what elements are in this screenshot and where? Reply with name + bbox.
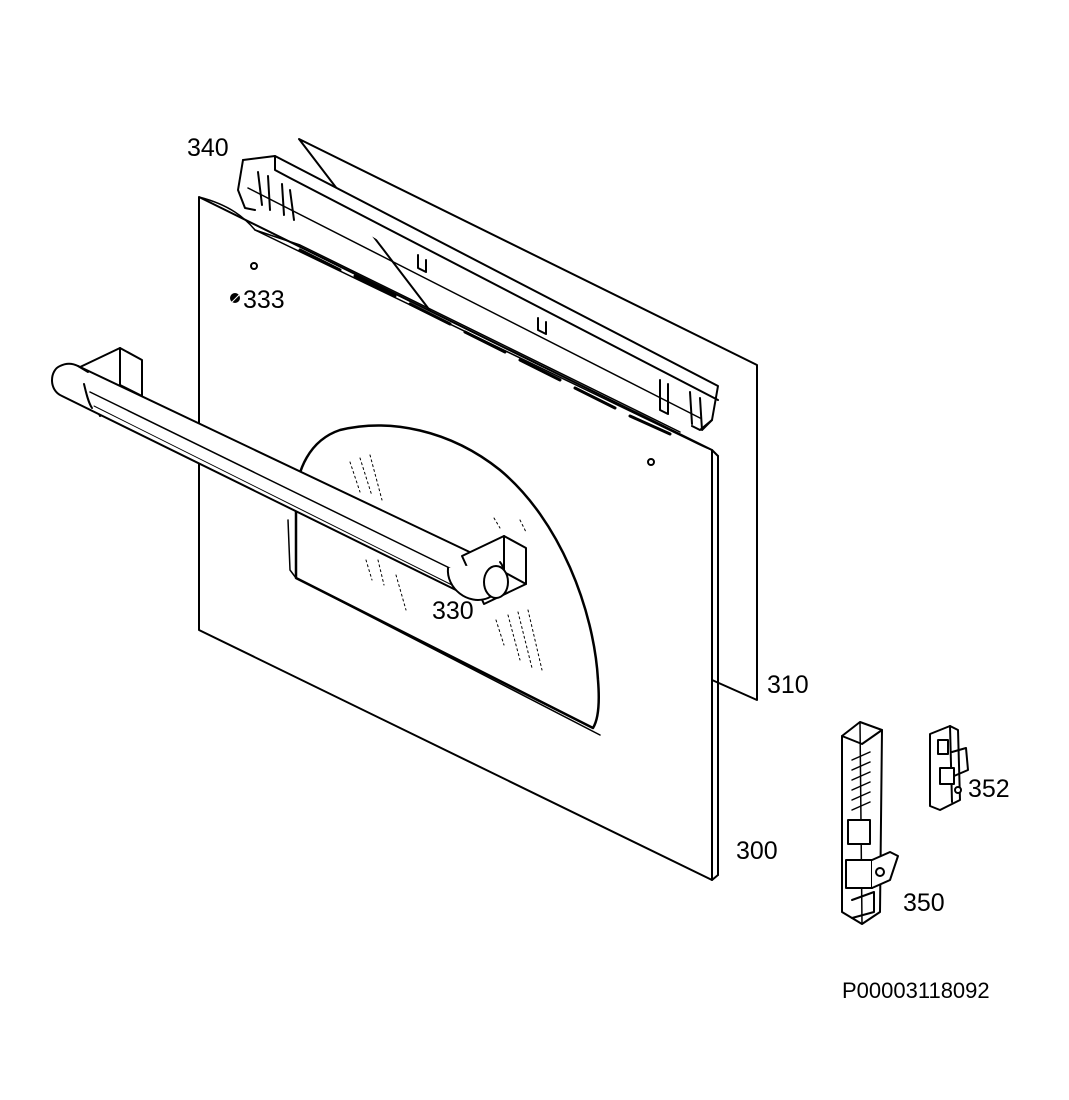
part-label-340: 340 [187, 134, 229, 162]
part-label-310: 310 [767, 671, 809, 699]
hinge-bracket-352 [929, 725, 969, 811]
door-handle-330 [51, 347, 527, 605]
part-label-350: 350 [903, 889, 945, 917]
hinge-350 [841, 721, 899, 925]
part-label-333: 333 [243, 286, 285, 314]
top-profile-340 [237, 155, 719, 436]
part-label-300: 300 [736, 837, 778, 865]
drawing-code: P00003118092 [842, 978, 990, 1003]
screw-333 [229, 293, 241, 305]
part-label-330: 330 [432, 597, 474, 625]
part-label-352: 352 [968, 775, 1010, 803]
